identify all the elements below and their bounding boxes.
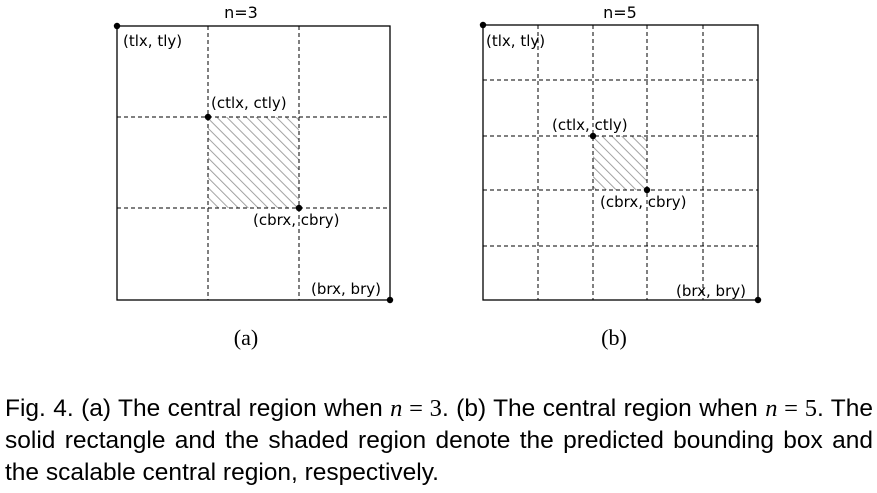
panel-a-grid (117, 26, 390, 300)
panel-b: n=5 (tlx, tly) (ctlx, ctly) (cbrx, cbry)… (479, 3, 762, 350)
figure-caption: Fig. 4. (a) The central region when n = … (5, 393, 873, 489)
panel-b-label-tl: (tlx, tly) (486, 32, 545, 50)
panel-b-bounding-box (482, 24, 759, 301)
panel-b-point-ctl (589, 132, 597, 140)
panel-a-shaded-central-region (208, 117, 299, 208)
panel-a-label-br: (brx, bry) (311, 280, 381, 298)
panel-a-label-cbr: (cbrx, cbry) (253, 211, 339, 229)
panel-b-sublabel: (b) (601, 325, 627, 350)
panel-a: n=3 (tlx, tly) (ctlx, ctly) (cbrx, cbry)… (113, 3, 394, 350)
panel-a-point-ctl (204, 113, 212, 121)
panel-b-point-tl (479, 21, 487, 29)
figure: n=3 (tlx, tly) (ctlx, ctly) (cbrx, cbry)… (113, 3, 762, 350)
caption-eq-1: = 3 (402, 395, 442, 422)
panel-a-point-br (386, 296, 394, 304)
panel-b-label-br: (brx, bry) (676, 282, 746, 300)
panel-a-point-cbr (295, 204, 303, 212)
caption-eq-2: = 5 (777, 395, 817, 422)
panel-a-title: n=3 (224, 3, 258, 22)
panel-b-title: n=5 (603, 3, 637, 22)
caption-var-n-1: n (390, 395, 403, 422)
panel-a-label-ctl: (ctlx, ctly) (211, 94, 287, 112)
panel-a-point-tl (113, 22, 121, 30)
caption-var-n-2: n (765, 395, 778, 422)
panel-b-shaded-central-region (593, 136, 647, 190)
panel-a-label-tl: (tlx, tly) (123, 32, 182, 50)
panel-b-point-cbr (643, 186, 651, 194)
caption-part-1: Fig. 4. (a) The central region when (5, 395, 391, 422)
panel-a-bounding-box (116, 25, 391, 301)
panel-b-grid (483, 25, 758, 300)
caption-part-2: . (b) The central region when (441, 395, 766, 422)
panel-a-sublabel: (a) (234, 325, 258, 350)
panel-b-label-ctl: (ctlx, ctly) (552, 116, 628, 134)
panel-b-label-cbr: (cbrx, cbry) (600, 193, 686, 211)
panel-b-point-br (754, 296, 762, 304)
caption-part-3: . The solid rectangle and the shaded reg… (5, 395, 873, 486)
